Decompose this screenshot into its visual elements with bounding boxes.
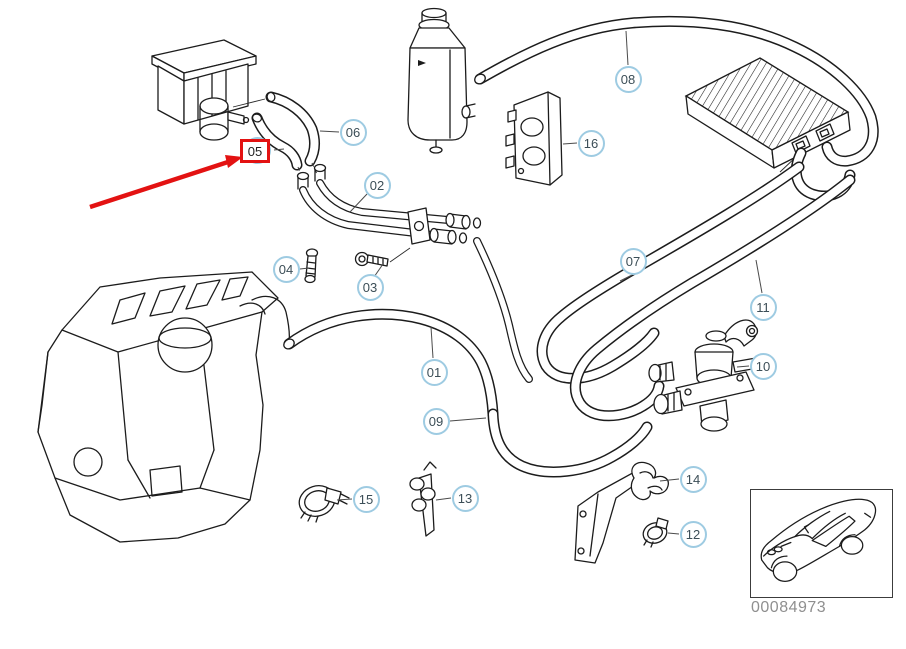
callout-08[interactable]: 08 (614, 65, 642, 93)
hose-clamp-15-drawing (298, 485, 350, 523)
retainer-clip-13-drawing (409, 461, 437, 537)
callout-10[interactable]: 10 (749, 352, 777, 380)
callout-11[interactable]: 11 (749, 293, 777, 321)
callout-03[interactable]: 03 (356, 273, 384, 301)
diagram-reference-code: 00084973 (751, 599, 827, 616)
hoses-drawing (251, 21, 873, 472)
callout-leader-lines (273, 30, 763, 535)
callout-13[interactable]: 13 (451, 484, 479, 512)
callout-06[interactable]: 06 (339, 118, 367, 146)
heater-core-drawing (684, 57, 851, 173)
water-valve-10-drawing (648, 319, 762, 432)
callout-14[interactable]: 14 (679, 465, 707, 493)
callout-15[interactable]: 15 (352, 485, 380, 513)
highlight-arrow (89, 155, 243, 210)
callout-02[interactable]: 02 (363, 171, 391, 199)
bracket-14-drawing (574, 461, 669, 564)
car-sketch (760, 498, 877, 582)
hose-clamp-12-drawing (642, 517, 669, 548)
callout-12[interactable]: 12 (679, 520, 707, 548)
callout-05-highlight-box[interactable]: 05 (240, 139, 270, 163)
callout-16[interactable]: 16 (577, 129, 605, 157)
bolt-04-drawing (304, 248, 319, 284)
callout-09[interactable]: 09 (422, 407, 450, 435)
callout-04[interactable]: 04 (272, 255, 300, 283)
callout-01[interactable]: 01 (420, 358, 448, 386)
water-pipes-02-drawing (296, 163, 482, 263)
bolt-03-drawing (354, 251, 389, 267)
engine-block-drawing (37, 271, 291, 543)
auxiliary-pump-drawing (151, 39, 266, 141)
vehicle-thumbnail-box (750, 489, 893, 598)
bracket-16-drawing (505, 91, 563, 186)
callout-07[interactable]: 07 (619, 247, 647, 275)
expansion-tank-drawing (407, 7, 476, 154)
